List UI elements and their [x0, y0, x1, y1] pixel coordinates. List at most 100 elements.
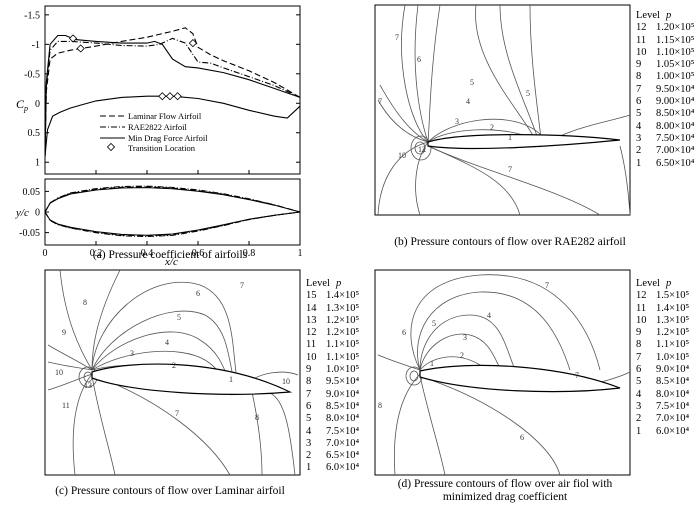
- level-number: 11: [636, 34, 647, 46]
- level-pressure: 6.50×10⁴: [656, 157, 695, 169]
- svg-text:7: 7: [395, 33, 399, 42]
- level-pressure: 1.20×10⁵: [656, 22, 695, 34]
- svg-text:4: 4: [165, 338, 169, 347]
- cp-legend: Laminar Flow Airfoil RAE2822 Airfoil Min…: [100, 111, 208, 153]
- level-number: 6: [306, 400, 312, 412]
- level-pressure: 1.1×10⁵: [326, 339, 360, 351]
- svg-text:7: 7: [378, 97, 382, 106]
- shape-x-tick-label: 0.2: [90, 248, 103, 259]
- svg-text:13: 13: [84, 381, 92, 390]
- level-row: 9 1.05×10⁵: [636, 59, 694, 71]
- cp-axis-label: Cp: [16, 97, 28, 113]
- contour-labels-b: 7 6 5 4 3 2 1 7 10 12 5 7: [378, 33, 530, 174]
- caption-d-line2: minimized drag coefficient: [442, 491, 568, 503]
- level-number: 8: [636, 339, 642, 351]
- contour-panel-c: 7 8 6 9 5 4 3 2 10 11 13 1 10 7 8: [44, 269, 301, 476]
- transition-marker: [173, 92, 182, 101]
- level-pressure: 1.3×10⁵: [656, 314, 690, 326]
- level-pressure: 8.0×10⁴: [656, 388, 690, 400]
- level-pressure: 1.15×10⁵: [656, 34, 695, 46]
- level-number: 1: [306, 462, 312, 474]
- svg-text:2: 2: [490, 123, 494, 132]
- svg-text:8: 8: [378, 401, 382, 410]
- contour-labels-c: 7 8 6 9 5 4 3 2 10 11 13 1 10 7 8: [55, 281, 290, 422]
- svg-text:7: 7: [575, 371, 579, 380]
- svg-text:1: 1: [229, 375, 233, 384]
- shape-x-tick-label: 0: [43, 248, 48, 259]
- legend-transition-label: Transition Location: [128, 143, 196, 153]
- shape-x-tick-label: 0.4: [141, 248, 154, 259]
- level-pressure: 1.0×10⁵: [656, 351, 690, 363]
- svg-text:6: 6: [402, 328, 406, 337]
- level-pressure: 1.2×10⁵: [326, 327, 360, 339]
- airfoil-shape-line: [44, 211, 301, 238]
- cp-series-line: [45, 95, 300, 157]
- level-row: 10 1.3×10⁵: [636, 315, 689, 327]
- caption-b: (b) Pressure contours of flow over RAE28…: [394, 236, 626, 248]
- level-number: 9: [306, 364, 312, 376]
- svg-text:1: 1: [430, 359, 434, 368]
- level-pressure: 8.00×10⁴: [656, 120, 695, 132]
- svg-text:10: 10: [282, 377, 290, 386]
- level-number: 10: [636, 314, 647, 326]
- level-number: 14: [306, 302, 317, 314]
- svg-text:10: 10: [398, 151, 406, 160]
- level-number: 8: [306, 376, 312, 388]
- level-number: 2: [636, 145, 642, 157]
- transition-marker: [68, 34, 78, 43]
- level-number: 11: [636, 302, 647, 314]
- level-pressure: 6.0×10⁴: [656, 425, 690, 437]
- level-number: 12: [636, 22, 647, 34]
- caption-a: (a) Pressure coefficient of airfoils: [92, 249, 248, 261]
- level-pressure: 9.0×10⁴: [326, 388, 360, 400]
- svg-text:7: 7: [508, 165, 512, 174]
- svg-text:2: 2: [172, 361, 176, 370]
- level-number: 12: [306, 327, 317, 339]
- svg-text:6: 6: [417, 55, 421, 64]
- cp-series-line: [45, 37, 300, 157]
- svg-text:10: 10: [55, 368, 63, 377]
- legend-laminar-label: Laminar Flow Airfoil: [128, 111, 202, 121]
- level-number: 3: [636, 400, 642, 412]
- svg-text:11: 11: [62, 401, 70, 410]
- level-pressure: 1.4×10⁵: [326, 290, 360, 302]
- svg-text:1: 1: [508, 133, 512, 142]
- level-pressure: 7.0×10⁴: [326, 437, 360, 449]
- level-pressure: 9.50×10⁴: [656, 83, 695, 95]
- level-number: 9: [636, 59, 642, 71]
- level-pressure: 6.5×10⁴: [326, 450, 360, 462]
- cp-y-tick-label: 0.5: [28, 128, 41, 139]
- level-pressure: 1.2×10⁵: [326, 314, 360, 326]
- airfoil-b: [427, 134, 621, 150]
- level-number: 8: [636, 71, 642, 83]
- cp-y-tick-label: -1: [32, 40, 40, 51]
- level-pressure: 7.5×10⁴: [326, 425, 360, 437]
- transition-marker: [165, 92, 175, 101]
- level-pressure: 9.00×10⁴: [656, 96, 695, 108]
- shape-y-axis-label: y/c: [15, 207, 29, 219]
- cp-y-tick-label: -1.5: [24, 10, 40, 21]
- level-number: 4: [636, 388, 642, 400]
- level-pressure: 9.5×10⁴: [326, 376, 360, 388]
- level-pressure: 7.0×10⁴: [656, 413, 690, 425]
- airfoil-d: [419, 364, 621, 393]
- shape-x-tick-label: 1: [298, 248, 303, 259]
- level-pressure: 1.05×10⁵: [656, 59, 695, 71]
